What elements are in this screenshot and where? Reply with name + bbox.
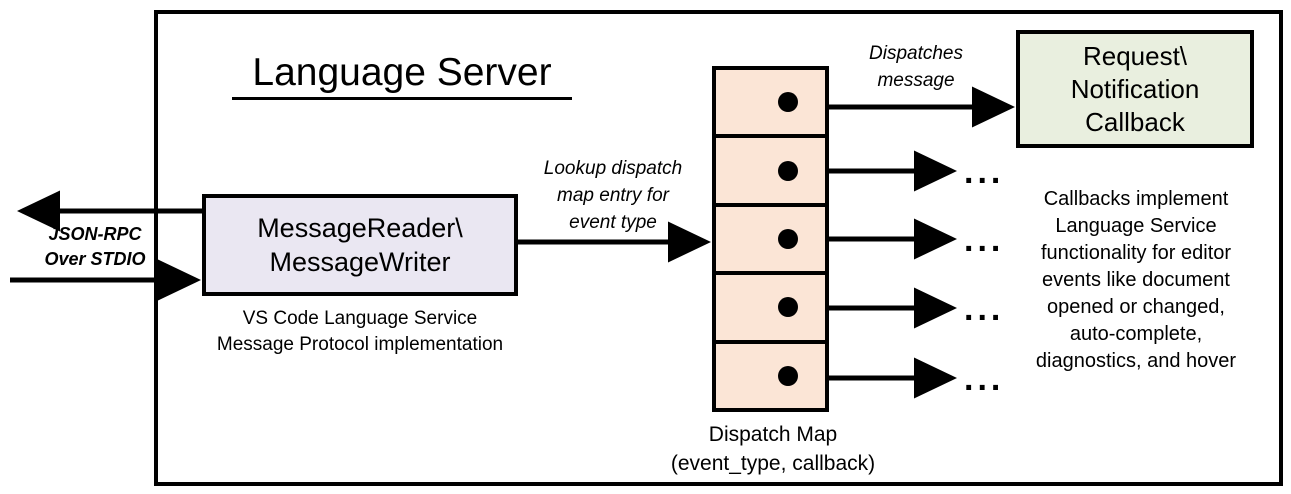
- request-notification-callback-box[interactable]: Request\ Notification Callback: [1016, 30, 1254, 148]
- callback-caption-line-3: functionality for editor: [1040, 242, 1232, 264]
- callback-dot-icon: [778, 92, 798, 113]
- message-box-line-1: MessageReader\: [257, 213, 463, 243]
- callback-caption-line-7: diagnostics, and hover: [1035, 350, 1237, 372]
- lookup-line-3: event type: [569, 212, 657, 233]
- message-reader-writer-box[interactable]: MessageReader\ MessageWriter: [202, 194, 518, 296]
- callback-dot-icon: [778, 365, 798, 386]
- dispatch-map-row[interactable]: [716, 207, 825, 276]
- json-rpc-channel-label: JSON-RPC Over STDIO: [20, 222, 170, 272]
- lookup-line-1: Lookup dispatch: [543, 158, 683, 179]
- dispatch-map-caption: Dispatch Map (event_type, callback): [648, 420, 898, 478]
- message-caption-line-2: Message Protocol implementation: [216, 334, 504, 355]
- json-rpc-line-2: Over STDIO: [44, 249, 146, 269]
- callback-dot-icon: [778, 297, 798, 318]
- callback-caption-line-5: opened or changed,: [1047, 296, 1225, 318]
- dispatch-map-row[interactable]: [716, 70, 825, 139]
- dispatch-map-row[interactable]: [716, 275, 825, 344]
- dispatch-edge-label: Dispatches message: [836, 40, 996, 94]
- ellipsis-row-5: ...: [964, 360, 1005, 398]
- lookup-edge-label: Lookup dispatch map entry for event type: [518, 155, 708, 236]
- dispatch-line-1: Dispatches: [869, 43, 963, 64]
- callback-dot-icon: [778, 229, 798, 250]
- callback-caption-line-2: Language Service: [1055, 215, 1217, 237]
- ellipsis-row-2: ...: [964, 153, 1005, 191]
- dispatch-map-table[interactable]: [712, 66, 829, 412]
- page-title: Language Server: [232, 50, 572, 100]
- dispatch-map-caption-line-1: Dispatch Map: [708, 423, 838, 446]
- callback-caption-line-4: events like document: [1042, 269, 1230, 291]
- dispatch-line-2: message: [877, 70, 955, 91]
- callback-box-line-1: Request\: [1082, 40, 1188, 71]
- callback-dot-icon: [778, 160, 798, 181]
- ellipsis-row-3: ...: [964, 221, 1005, 259]
- callback-caption-line-6: auto-complete,: [1069, 323, 1203, 345]
- message-caption-line-1: VS Code Language Service: [242, 308, 478, 329]
- dispatch-map-row[interactable]: [716, 344, 825, 408]
- message-box-line-2: MessageWriter: [269, 247, 451, 277]
- ellipsis-row-4: ...: [964, 290, 1005, 328]
- dispatch-map-row[interactable]: [716, 138, 825, 207]
- callback-caption-line-1: Callbacks implement: [1043, 188, 1229, 210]
- message-reader-writer-caption: VS Code Language Service Message Protoco…: [190, 306, 530, 358]
- lookup-line-2: map entry for: [557, 185, 669, 206]
- json-rpc-line-1: JSON-RPC: [48, 224, 142, 244]
- callback-caption: Callbacks implement Language Service fun…: [1008, 186, 1264, 375]
- callback-box-line-2: Notification: [1070, 73, 1200, 104]
- language-server-frame: [154, 10, 1283, 486]
- dispatch-map-caption-line-2: (event_type, callback): [670, 452, 876, 475]
- callback-box-line-3: Callback: [1085, 106, 1185, 137]
